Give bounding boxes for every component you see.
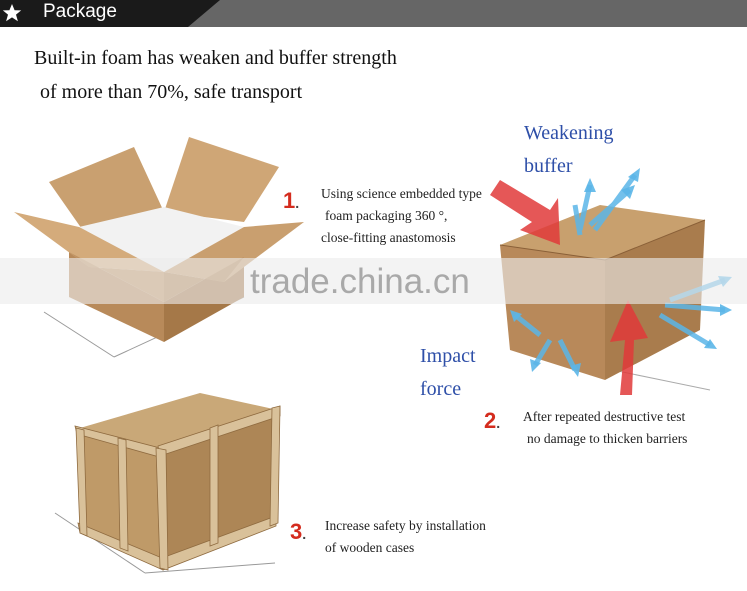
headline-line-2: of more than 70%, safe transport — [40, 81, 303, 103]
step-1-line-3: close-fitting anastomosis — [321, 230, 456, 245]
step-1-number: 1. — [283, 188, 300, 213]
weakening-label-1: Weakening — [524, 122, 614, 144]
star-icon — [2, 4, 22, 22]
open-box-image — [14, 137, 304, 358]
headline-line-1: Built-in foam has weaken and buffer stre… — [34, 47, 397, 69]
impact-label-1: Impact — [420, 345, 476, 367]
header-tab — [0, 0, 220, 27]
header-title: Package — [43, 1, 117, 22]
step-2-line-2: no damage to thicken barriers — [527, 431, 688, 446]
step-1-line-1: Using science embedded type — [321, 186, 482, 201]
step-3-line-1: Increase safety by installation — [325, 518, 486, 533]
watermark-band — [0, 258, 747, 304]
step-3-number: 3. — [290, 519, 307, 544]
header-bar: Package — [0, 0, 747, 27]
step-2-number: 2. — [484, 408, 501, 433]
watermark-text: trade.china.cn — [250, 262, 470, 301]
step-3-line-2: of wooden cases — [325, 540, 415, 555]
impact-label-2: force — [420, 378, 462, 400]
step-2-line-1: After repeated destructive test — [523, 409, 686, 424]
step-1-line-2: foam packaging 360 °, — [325, 208, 448, 223]
weakening-label-2: buffer — [524, 155, 573, 177]
wooden-crate-image — [54, 393, 281, 574]
